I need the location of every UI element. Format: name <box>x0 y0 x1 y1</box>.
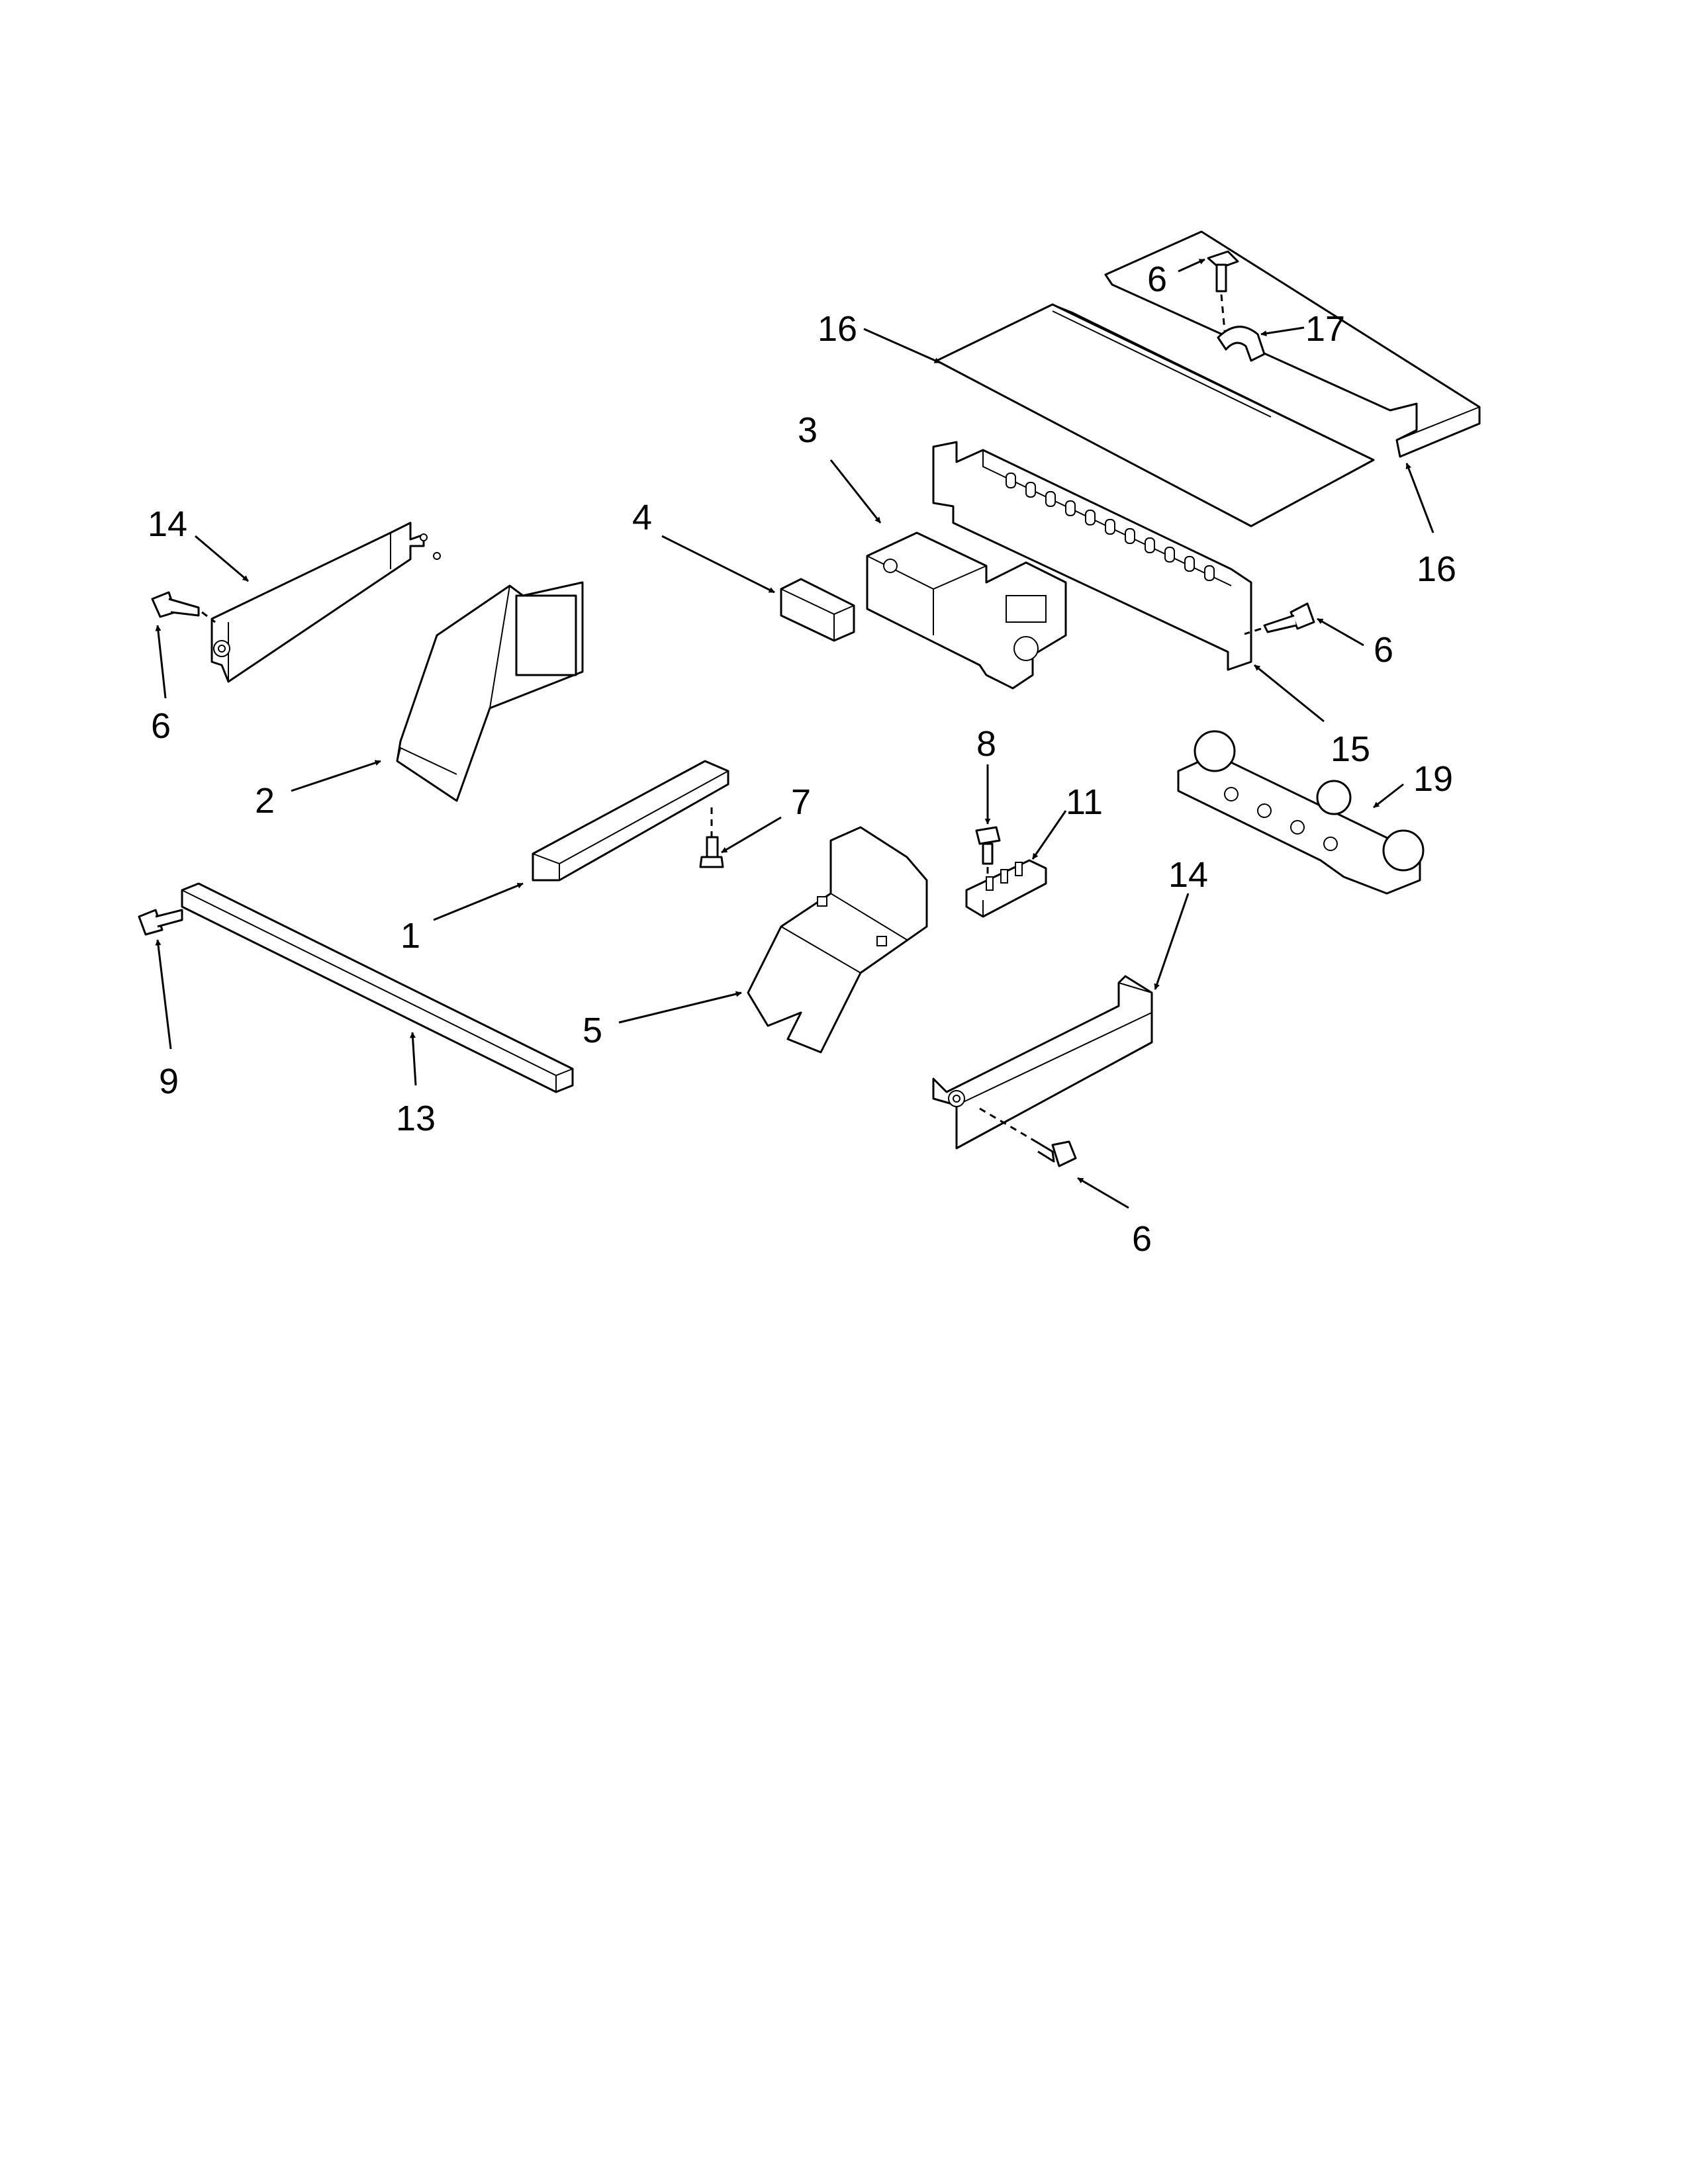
part-2-duct-cover <box>396 581 584 802</box>
part-1-channel <box>532 760 729 882</box>
part-19-control-panel <box>1177 730 1425 895</box>
callout-4: 4 <box>632 498 652 537</box>
part-4-block <box>780 578 855 642</box>
callout-8: 8 <box>976 724 996 764</box>
leader-lines <box>155 258 1434 1209</box>
bracket-slots <box>1006 473 1215 581</box>
callout-13: 13 <box>396 1099 436 1138</box>
callout-19: 19 <box>1413 759 1453 799</box>
callout-6-left: 6 <box>151 706 171 746</box>
callout-16: 16 <box>1417 549 1456 589</box>
part-6-screw-left <box>151 591 216 623</box>
callout-9: 9 <box>159 1062 179 1101</box>
callout-11: 11 <box>1066 782 1103 822</box>
callout-7: 7 <box>791 782 811 822</box>
callout-14-right: 14 <box>1168 855 1208 895</box>
part-8-screw <box>975 826 1001 884</box>
part-3-latch-assembly <box>866 531 1067 690</box>
callout-1: 1 <box>400 916 420 956</box>
part-6-screw-right <box>1244 602 1315 635</box>
part-11-terminal-block <box>965 859 1047 918</box>
part-17-clip <box>1217 326 1266 362</box>
part-14-side-bracket-left <box>211 522 441 683</box>
part-16-rear-panel <box>1104 230 1481 458</box>
part-7-screw <box>699 807 724 868</box>
part-15-slotted-bracket <box>932 441 1252 671</box>
callout-labels: 16 6 17 16 3 4 6 15 19 14 6 2 1 7 8 11 5… <box>148 259 1456 1259</box>
part-6-screw-top <box>1207 250 1239 332</box>
part-5-heat-shield <box>747 826 928 1054</box>
callout-6-bottom: 6 <box>1132 1219 1152 1259</box>
callout-5: 5 <box>583 1011 602 1050</box>
callout-18: 16 <box>818 309 857 349</box>
callout-14-left: 14 <box>148 504 187 544</box>
callout-15: 15 <box>1331 729 1370 769</box>
part-18-top-panel <box>935 303 1375 527</box>
part-6-screw-bottom <box>979 1107 1077 1167</box>
callout-2: 2 <box>255 781 275 821</box>
part-14-side-bracket-right <box>932 975 1153 1150</box>
callout-6-top: 6 <box>1147 259 1167 299</box>
callout-17: 17 <box>1305 309 1345 349</box>
callout-3: 3 <box>798 410 818 450</box>
part-13-long-rail <box>181 882 574 1093</box>
part-9-screw <box>138 909 183 936</box>
callout-6-right: 6 <box>1374 630 1393 670</box>
